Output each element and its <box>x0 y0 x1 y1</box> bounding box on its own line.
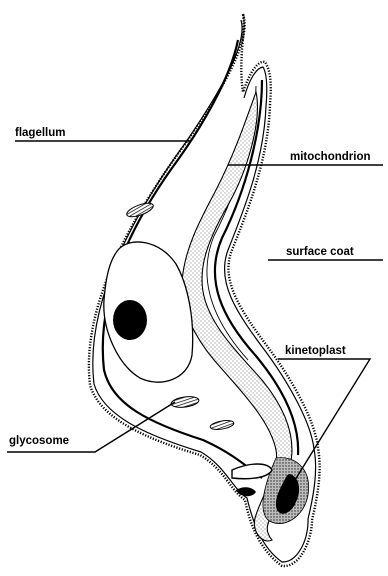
label-surface-coat: surface coat <box>286 246 354 258</box>
label-mitochondrion: mitochondrion <box>290 151 371 163</box>
label-glycosome: glycosome <box>9 435 69 447</box>
label-kinetoplast: kinetoplast <box>285 345 346 357</box>
nucleolus <box>113 300 147 340</box>
label-flagellum: flagellum <box>15 127 65 139</box>
